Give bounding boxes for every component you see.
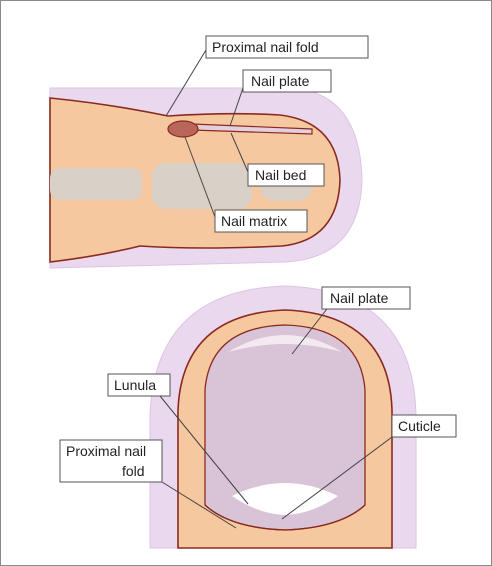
svg-text:Nail plate: Nail plate	[330, 290, 389, 306]
label-top-proximal-nail-fold: Proximal nail fold	[60, 440, 162, 482]
finger-bone-proximal	[50, 168, 142, 200]
svg-text:fold: fold	[122, 463, 145, 479]
label-top-cuticle: Cuticle	[392, 415, 456, 437]
svg-text:Proximal nail fold: Proximal nail fold	[212, 39, 319, 55]
side-nail-matrix	[168, 121, 198, 137]
label-side-nail-bed: Nail bed	[248, 164, 324, 186]
svg-text:Lunula: Lunula	[114, 377, 156, 393]
label-side-nail-matrix: Nail matrix	[215, 210, 307, 232]
svg-text:Cuticle: Cuticle	[398, 418, 441, 434]
svg-text:Nail plate: Nail plate	[251, 73, 310, 89]
label-side-proximal-nail-fold: Proximal nail fold	[206, 36, 368, 58]
svg-text:Nail bed: Nail bed	[255, 167, 306, 183]
nail-top-view	[150, 286, 416, 548]
label-top-nail-plate: Nail plate	[322, 287, 410, 309]
finger-bone-middle	[152, 163, 252, 209]
label-top-lunula: Lunula	[108, 374, 170, 396]
svg-text:Proximal nail: Proximal nail	[66, 443, 146, 459]
label-side-nail-plate: Nail plate	[243, 70, 331, 92]
svg-text:Nail matrix: Nail matrix	[221, 213, 287, 229]
